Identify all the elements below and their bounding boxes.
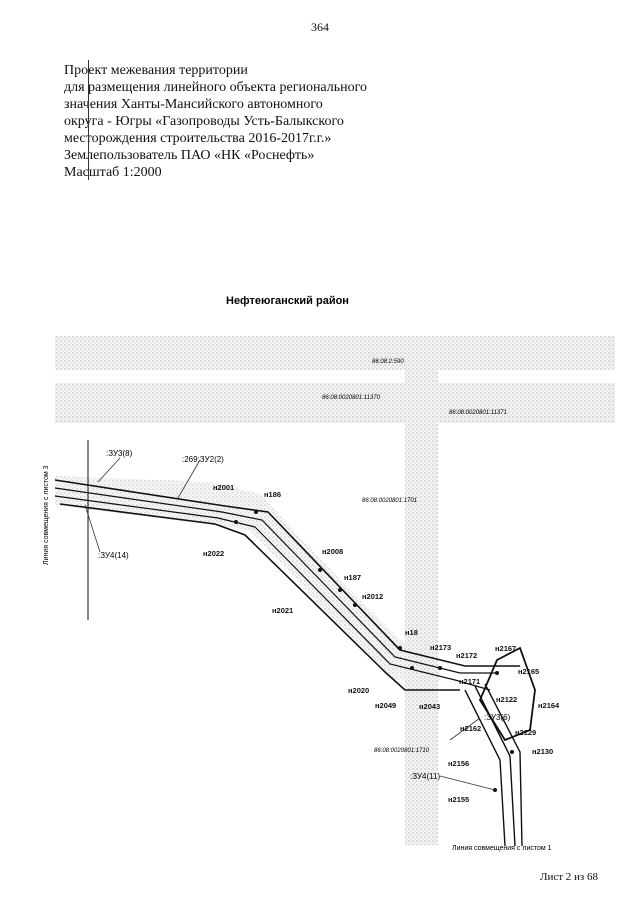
point-label: н2049: [375, 701, 396, 710]
point-marker: [398, 646, 402, 650]
point-label: н2022: [203, 549, 224, 558]
header-line: значения Ханты-Мансийского автономного: [64, 97, 323, 112]
point-label: н2164: [538, 701, 560, 710]
point-label: н187: [344, 573, 361, 582]
point-label: н2171: [459, 677, 480, 686]
point-marker: [318, 568, 322, 572]
side-join-label: Линия совмещения с листом 3: [43, 465, 50, 565]
point-label: н2021: [272, 606, 293, 615]
cadastral-label: 86:08:0020801:1710: [374, 748, 430, 754]
corridor-line: [484, 683, 523, 847]
pipeline-corridor: [54, 440, 536, 847]
parcel-label: :ЗУ4(14): [98, 551, 129, 560]
point-markers: [234, 510, 514, 792]
point-marker: [410, 666, 414, 670]
sheet-label: Лист 2 из 68: [540, 871, 599, 883]
point-label: н2156: [448, 759, 469, 768]
corridor-line: [59, 503, 460, 691]
point-marker: [495, 671, 499, 675]
frame-line: [88, 60, 89, 180]
corridor-line: [54, 479, 520, 667]
corridor-line: [54, 487, 497, 674]
header-line: Проект межевания территории: [64, 63, 248, 78]
point-label: н2012: [362, 592, 383, 601]
point-marker: [338, 588, 342, 592]
point-label: н2001: [213, 483, 234, 492]
point-label: н18: [405, 628, 418, 637]
point-label: н2129: [515, 728, 536, 737]
point-label: н2173: [430, 643, 451, 652]
cadastral-label: 86:08:0020801:11371: [449, 410, 507, 416]
point-marker: [254, 510, 258, 514]
point-label: н2167: [495, 644, 516, 653]
cadastral-label: 86:08:0020801:11370: [322, 395, 381, 401]
point-label: н2130: [532, 747, 553, 756]
header-line: Землепользователь ПАО «НК «Роснефть»: [64, 148, 315, 163]
leader-line: [449, 717, 481, 741]
point-marker: [234, 520, 238, 524]
point-marker: [353, 603, 357, 607]
point-label: н2165: [518, 667, 539, 676]
point-label: н2172: [456, 651, 477, 660]
parcel-label: :269:ЗУ2(2): [182, 455, 224, 464]
leader-line: [177, 459, 201, 499]
header-line: месторождения строительства 2016-2017г.г…: [64, 131, 332, 146]
cadastral-label: 86:08:0020801:1701: [362, 498, 417, 504]
corridor-line: [54, 495, 491, 691]
parcel-label: :ЗУ3(6): [484, 713, 511, 722]
point-label: н2162: [460, 724, 481, 733]
stipple-zone: [55, 383, 615, 423]
point-label: н2122: [496, 695, 517, 704]
bottom-join-label: Линия совмещения с листом 1: [452, 845, 552, 852]
point-label: н2020: [348, 686, 369, 695]
point-label: н186: [264, 490, 281, 499]
cadastral-label: 86:08:2:590: [372, 359, 404, 365]
header-line: округа - Югры «Газопроводы Усть-Балыкско…: [64, 114, 344, 129]
page-number: 364: [311, 20, 329, 34]
parcel-boundary: [478, 646, 536, 742]
leader-line: [84, 504, 101, 553]
parcel-label: :ЗУ4(11): [410, 772, 440, 781]
stipple-zone: [405, 365, 438, 845]
corridor-line: [464, 689, 506, 847]
leader-lines: [84, 457, 496, 791]
point-label: н2008: [322, 547, 343, 556]
corridor-line: [474, 685, 516, 847]
point-label: н2043: [419, 702, 440, 711]
stipple-zone: [55, 336, 615, 370]
stipple-zone: [55, 476, 440, 680]
leader-line: [439, 775, 496, 791]
district-title: Нефтеюганский район: [226, 295, 349, 307]
parcel-label: :ЗУ3(8): [106, 449, 133, 458]
point-marker: [510, 750, 514, 754]
point-marker: [438, 666, 442, 670]
point-label: н2155: [448, 795, 469, 804]
header-line: для размещения линейного объекта региона…: [64, 80, 368, 95]
leader-line: [97, 457, 121, 483]
